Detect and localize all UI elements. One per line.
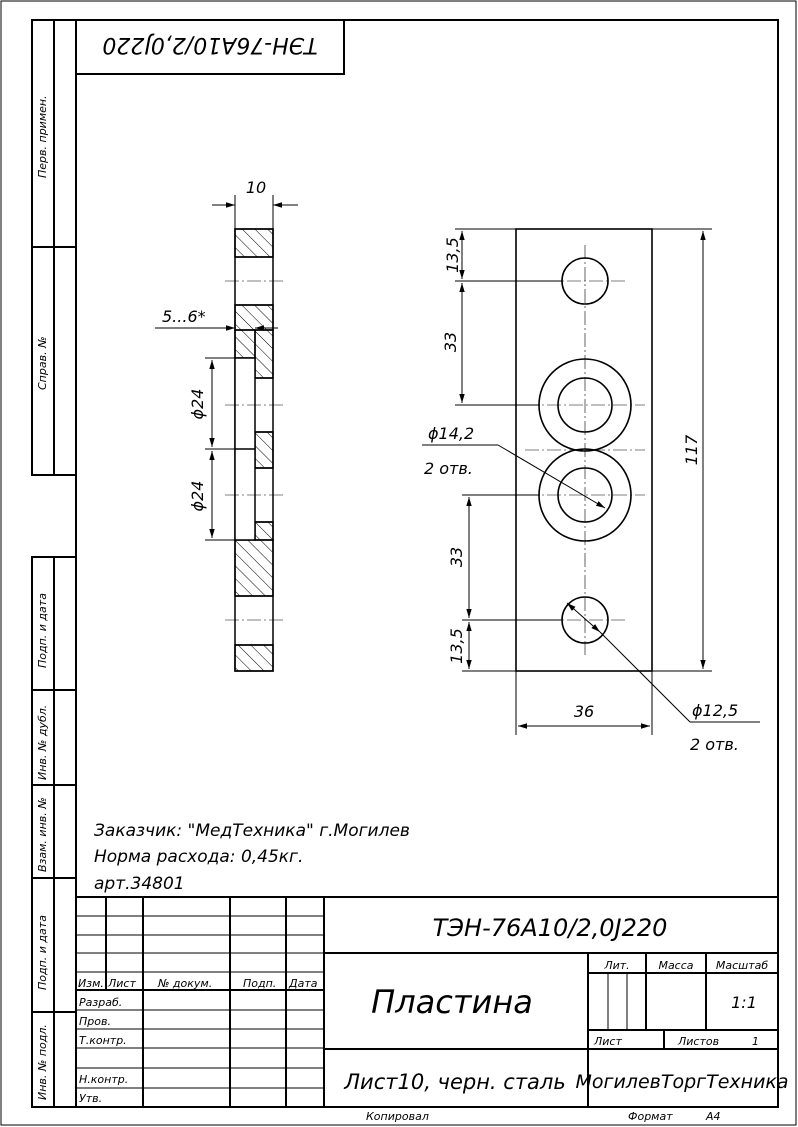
- label-podp-data-1: Подп. и дата: [36, 593, 49, 668]
- left-margin-labels: Перв. примен. Справ. № Подп. и дата Инв.…: [36, 95, 49, 1100]
- label-sprav-no: Справ. №: [36, 336, 49, 390]
- sheets-label: Листов: [677, 1035, 719, 1048]
- section-center-lines: [225, 280, 285, 621]
- corner-stamp-text: ТЭН-76А10/2,0J220: [102, 32, 317, 57]
- sheet-label: Лист: [593, 1035, 622, 1048]
- title-designation: ТЭН-76А10/2,0J220: [433, 914, 668, 942]
- header-lit: Лит.: [603, 959, 629, 972]
- col-list: Лист: [107, 977, 136, 990]
- title-material: Лист10, черн. сталь: [343, 1070, 565, 1094]
- notes: Заказчик: "МедТехника" г.Могилев Норма р…: [94, 821, 410, 894]
- dim-thickness: 10: [246, 178, 266, 197]
- front-center-lines: [525, 245, 645, 655]
- row-razrab: Разраб.: [79, 996, 122, 1009]
- scale-value: 1:1: [731, 993, 757, 1012]
- section-dimensions: [155, 195, 298, 541]
- header-masshtab: Масштаб: [716, 959, 768, 972]
- title-block-columns: Изм. Лист № докум. Подп. Дата Разраб. Пр…: [78, 959, 768, 1105]
- dim-width: 36: [574, 702, 594, 721]
- dim-spacing-bottom: 33: [447, 547, 466, 567]
- footer-format-value: А4: [705, 1110, 721, 1123]
- col-data: Дата: [288, 977, 318, 990]
- title-part-name: Пластина: [371, 983, 533, 1021]
- row-prov: Пров.: [79, 1015, 111, 1028]
- col-izm: Изм.: [78, 977, 104, 990]
- section-view: [234, 228, 274, 672]
- dim-dia24-bottom: ϕ24: [188, 481, 207, 512]
- label-perv-primen: Перв. примен.: [36, 95, 49, 178]
- col-podp: Подп.: [243, 977, 276, 990]
- left-margin-column: [31, 19, 77, 1108]
- label-inv-dubl: Инв. № дубл.: [36, 705, 49, 780]
- dim-hole-small: ϕ12,5: [692, 701, 738, 720]
- dim-spacing-top: 33: [441, 332, 460, 352]
- note-customer: Заказчик: "МедТехника" г.Могилев: [94, 821, 410, 841]
- dim-groove-depth: 5...6*: [162, 307, 206, 326]
- row-tkontr: Т.контр.: [79, 1034, 127, 1047]
- corner-stamp: ТЭН-76А10/2,0J220: [75, 19, 345, 75]
- dim-bottom-offset: 13,5: [447, 628, 466, 664]
- title-block-thin: [76, 915, 628, 1089]
- dim-overall-length: 117: [682, 434, 701, 465]
- dim-dia24-top: ϕ24: [188, 389, 207, 420]
- label-inv-podl: Инв. № подл.: [36, 1024, 49, 1100]
- label-podp-data-2: Подп. и дата: [36, 915, 49, 990]
- footer: Копировал Формат А4: [366, 1110, 721, 1123]
- note-article: арт.34801: [94, 874, 185, 894]
- footer-format-label: Формат: [628, 1110, 673, 1123]
- dim-hole-small-qty: 2 отв.: [690, 735, 739, 754]
- row-utv: Утв.: [79, 1092, 102, 1105]
- title-block: [76, 896, 778, 1107]
- title-organization: МогилевТоргТехника: [575, 1071, 788, 1093]
- row-nkontr: Н.контр.: [79, 1073, 128, 1086]
- note-consumption: Норма расхода: 0,45кг.: [94, 847, 303, 867]
- dim-hole-large: ϕ14,2: [428, 424, 474, 443]
- front-dimensions: [422, 228, 760, 735]
- sheets-count: 1: [752, 1035, 759, 1048]
- footer-copied: Копировал: [366, 1110, 429, 1123]
- label-vzam-inv: Взам. инв. №: [36, 797, 49, 872]
- col-doc: № докум.: [157, 977, 212, 990]
- dim-hole-large-qty: 2 отв.: [424, 459, 473, 478]
- header-massa: Масса: [658, 959, 693, 972]
- dim-top-offset: 13,5: [443, 237, 462, 273]
